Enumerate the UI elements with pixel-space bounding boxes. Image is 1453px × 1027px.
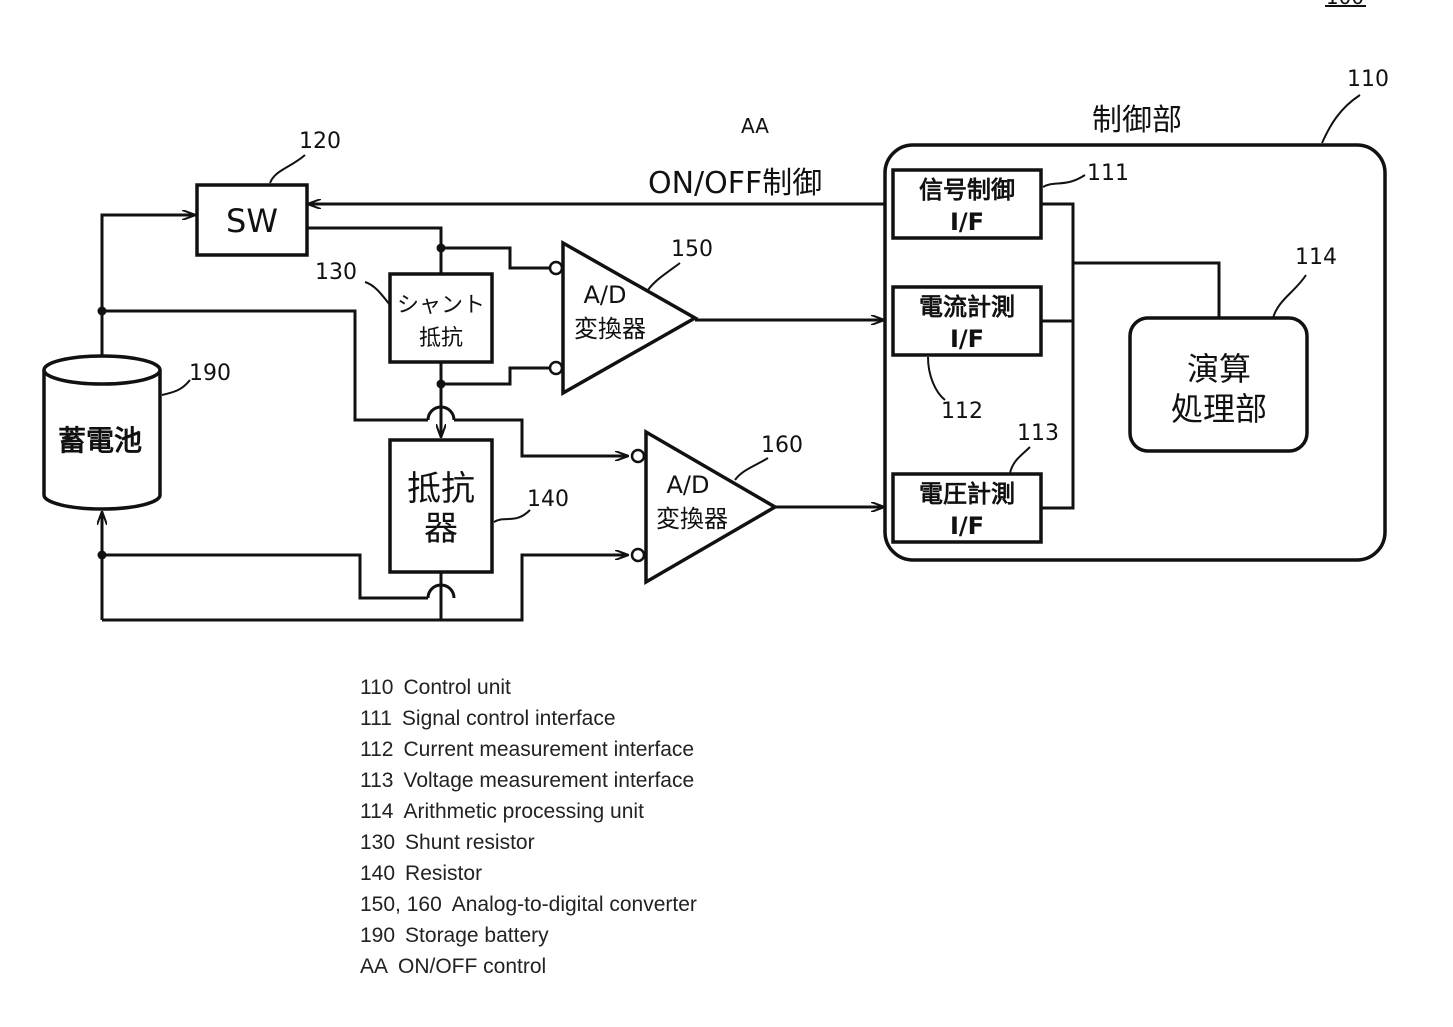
legend-text: Analog-to-digital converter — [452, 889, 697, 920]
legend-number: 111 — [360, 703, 392, 734]
wire-minus-to-resistor — [102, 555, 428, 598]
legend-row: AA ON/OFF control — [360, 951, 697, 982]
battery-ref: 190 — [189, 361, 231, 386]
voltage-if-line2: I/F — [950, 512, 984, 540]
wire-battery-to-switch — [102, 215, 195, 356]
legend-text: Arithmetic processing unit — [403, 796, 643, 827]
legend: 110 Control unit 111 Signal control interfa… — [360, 672, 697, 982]
current-if-line1: 電流計測 — [919, 293, 1015, 321]
signal-if-line1: 信号制御 — [919, 176, 1015, 204]
legend-number: 140 — [360, 858, 395, 889]
wire-bottom-loop — [102, 555, 628, 620]
legend-row: 113 Voltage measurement interface — [360, 765, 697, 796]
legend-row: 130 Shunt resistor — [360, 827, 697, 858]
adc2-input-plus — [632, 450, 644, 462]
legend-number: 113 — [360, 765, 393, 796]
shunt-line1: シャント — [397, 293, 485, 318]
arith-line1: 演算 — [1187, 350, 1251, 388]
adc2-input-minus — [632, 549, 644, 561]
adc2-leader — [735, 458, 768, 480]
switch-leader — [270, 155, 305, 183]
junction-dot — [98, 307, 107, 316]
shunt-ref: 130 — [315, 260, 357, 285]
legend-number: 130 — [360, 827, 395, 858]
control-unit-ref: 110 — [1347, 67, 1389, 92]
legend-text: Current measurement interface — [403, 734, 694, 765]
shunt-line2: 抵抗 — [419, 326, 463, 351]
adc1-ref: 150 — [671, 237, 713, 262]
adc1-leader — [648, 263, 680, 290]
shunt-leader — [365, 282, 390, 305]
signal-if-line2: I/F — [950, 208, 984, 236]
figure-ref: 100 — [1326, 0, 1364, 9]
resistor-ref: 140 — [527, 487, 569, 512]
wire-shunt-top-to-adc1 — [441, 248, 550, 268]
junction-dot — [98, 551, 107, 560]
legend-number: AA — [360, 951, 388, 982]
junction-dot — [437, 244, 446, 253]
on-off-label: ON/OFF制御 — [648, 166, 822, 201]
legend-number: 110 — [360, 672, 393, 703]
legend-row: 140 Resistor — [360, 858, 697, 889]
resistor-leader — [494, 510, 530, 522]
switch-label: SW — [226, 202, 278, 240]
voltage-if-ref: 113 — [1017, 421, 1059, 446]
adc2-ref: 160 — [761, 433, 803, 458]
control-unit-label: 制御部 — [1092, 103, 1182, 138]
legend-row: 190 Storage battery — [360, 920, 697, 951]
legend-text: Shunt resistor — [405, 827, 535, 858]
resistor-line1: 抵抗 — [407, 469, 475, 509]
legend-number: 190 — [360, 920, 395, 951]
legend-row: 114 Arithmetic processing unit — [360, 796, 697, 827]
resistor-line2: 器 — [424, 509, 458, 549]
adc1-input-plus — [550, 262, 562, 274]
legend-text: ON/OFF control — [398, 951, 546, 982]
wire-shunt-bottom-to-adc1 — [441, 368, 550, 384]
switch-ref: 120 — [299, 129, 341, 154]
legend-row: 111 Signal control interface — [360, 703, 697, 734]
battery-leader — [162, 380, 190, 395]
voltage-if-line1: 電圧計測 — [919, 480, 1015, 508]
legend-text: Signal control interface — [402, 703, 616, 734]
arith-ref: 114 — [1295, 245, 1337, 270]
adc1-line2: 変換器 — [574, 315, 646, 343]
adc1-input-minus — [550, 362, 562, 374]
current-if-line2: I/F — [950, 325, 984, 353]
legend-number: 114 — [360, 796, 393, 827]
adc2-line2: 変換器 — [656, 505, 728, 533]
battery-label: 蓄電池 — [58, 424, 142, 457]
control-unit-leader — [1322, 95, 1360, 143]
legend-text: Resistor — [405, 858, 482, 889]
legend-text: Control unit — [403, 672, 510, 703]
current-if-ref: 112 — [941, 399, 983, 424]
legend-number: 150, 160 — [360, 889, 442, 920]
legend-row: 110 Control unit — [360, 672, 697, 703]
annotation-aa: AA — [741, 114, 769, 138]
signal-if-ref: 111 — [1087, 161, 1129, 186]
arith-line2: 処理部 — [1171, 390, 1267, 428]
junction-dot — [437, 380, 446, 389]
legend-text: Storage battery — [405, 920, 549, 951]
legend-text: Voltage measurement interface — [403, 765, 694, 796]
legend-row: 112 Current measurement interface — [360, 734, 697, 765]
adc2-line1: A/D — [667, 471, 710, 499]
legend-row: 150, 160 Analog-to-digital converter — [360, 889, 697, 920]
adc1-line1: A/D — [584, 281, 627, 309]
legend-number: 112 — [360, 734, 393, 765]
